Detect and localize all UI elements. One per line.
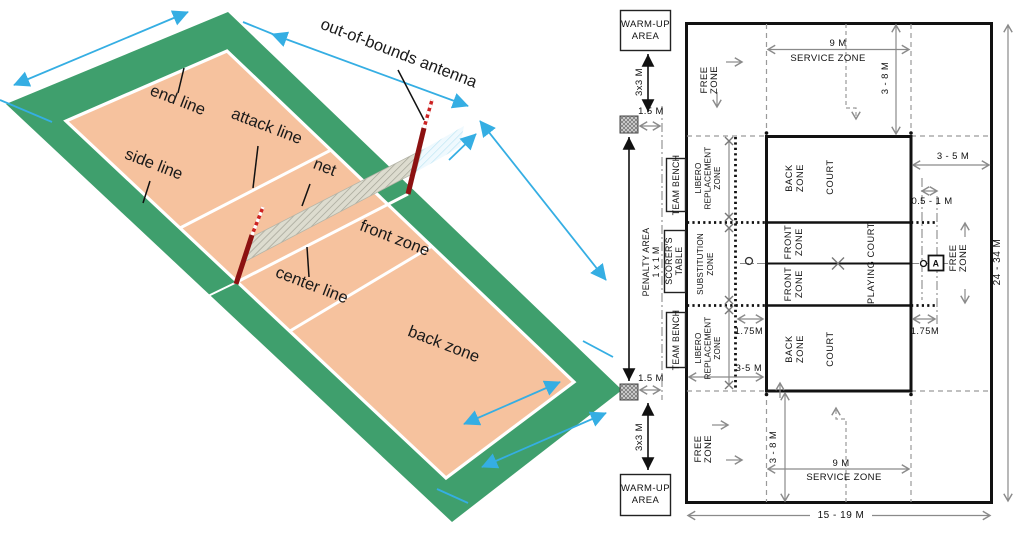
antenna-stripes-left <box>250 206 265 236</box>
scorers-table-line2: TABLE <box>674 247 684 276</box>
dim-court-width-bottom: 9 M <box>832 458 849 469</box>
dim-post-offset: 0.5 - 1 M <box>911 196 952 207</box>
dimension-lines-gray <box>640 25 1008 516</box>
team-bench-box-bottom <box>665 311 687 369</box>
libero-zone-bottom-line3: ZONE <box>713 336 722 360</box>
dim-depth-range-bottom: 3 - 8 M <box>768 431 779 463</box>
warm-up-area-top-line2: AREA <box>632 31 660 42</box>
scorers-table-line1: SCORER'S <box>664 237 674 285</box>
warm-up-area-bottom-line2: AREA <box>632 495 660 506</box>
substitution-zone-line1: SUBSTITUTION <box>696 233 705 295</box>
free-zone-right-line1: FREE <box>948 245 959 272</box>
total-width-label-bg <box>810 507 872 521</box>
warm-up-area-top-line1: WARM-UP <box>621 19 670 30</box>
front-zone-bottom-line2: ZONE <box>794 270 804 298</box>
libero-zone-top-line2: REPLACEMENT <box>704 147 713 210</box>
dim-warmup-size-top: 3x3 M <box>634 68 645 96</box>
dim-total-width: 15 - 19 M <box>818 510 865 521</box>
court-label-top: COURT <box>825 159 835 195</box>
team-bench-label-bottom: TEAM BENCH <box>671 310 681 371</box>
service-zone-label-bottom: SERVICE ZONE <box>806 472 881 483</box>
dim-restriction-right: 1.75M <box>911 326 940 336</box>
free-zone-bottom-line2: ZONE <box>703 435 714 463</box>
front-zone-top-line1: FRONT <box>783 225 793 260</box>
center-line-extension <box>205 281 238 298</box>
team-bench-box-top <box>665 157 687 213</box>
center-line <box>236 192 409 284</box>
referee-stand: A <box>919 254 945 272</box>
dim-penalty-offset-bottom: 1.5 M <box>638 373 664 384</box>
dim-depth-range-top: 3 - 8 M <box>880 62 891 94</box>
black-arrows <box>622 53 655 470</box>
attack-line-near <box>289 244 433 333</box>
plan-view: A WARM-UP AREA WARM-UP AREA 1.5 M 1.5 M … <box>619 9 1008 521</box>
net-out-of-bounds-extension <box>416 126 464 172</box>
dimension-arrows-blue <box>0 10 614 504</box>
front-zone-top-line2: ZONE <box>794 228 804 256</box>
scorer-position-mark <box>744 256 754 266</box>
front-zone-bottom-line1: FRONT <box>783 267 793 302</box>
scorers-table-box <box>663 229 687 294</box>
dim-warmup-size-bottom: 3x3 M <box>634 423 645 451</box>
dim-back-free: 3-5 M <box>736 363 763 373</box>
penalty-square-bottom <box>619 383 639 401</box>
back-zone-bottom-line1: BACK <box>784 335 794 363</box>
free-zone-boundary <box>685 22 993 504</box>
zone-extent-arrows <box>724 136 734 390</box>
free-zone-arrows <box>712 62 965 460</box>
dim-side-range: 3 - 5 M <box>937 151 969 162</box>
playing-court-label: PLAYING COURT <box>866 222 876 304</box>
label-leader-lines <box>142 67 425 278</box>
free-zone-bottom-line1: FREE <box>693 436 704 463</box>
libero-zone-bottom-line2: REPLACEMENT <box>704 317 713 380</box>
service-zone-label-top: SERVICE ZONE <box>790 53 865 64</box>
court-label-bottom: COURT <box>825 331 835 367</box>
penalty-area-label-line1: PENALTY AREA <box>641 228 651 297</box>
free-zone-top-line2: ZONE <box>709 66 720 94</box>
playing-court-surface <box>63 49 577 481</box>
libero-zone-bottom-line1: LIBERO <box>694 333 703 364</box>
dotted-extension-lines <box>687 137 938 390</box>
perspective-court-view: out-of-bounds antenna end line attack li… <box>0 10 622 522</box>
dim-total-length: 24 - 34 M <box>992 239 1003 286</box>
libero-zone-top-line1: LIBERO <box>694 163 703 194</box>
hook-arrows <box>780 24 856 502</box>
free-zone-top-line1: FREE <box>699 67 710 94</box>
dim-penalty-offset-top: 1.5 M <box>638 106 664 117</box>
penalty-area-label-line2: 1 x 1 M <box>651 247 661 278</box>
penalty-square-top <box>619 115 639 134</box>
net-center-mark <box>831 257 845 270</box>
corner-dots <box>764 131 913 397</box>
court-line-extensions <box>687 24 991 502</box>
free-zone-right-line2: ZONE <box>958 244 969 272</box>
team-bench-label-top: TEAM BENCH <box>671 155 681 216</box>
dim-restriction-left: 1.75M <box>735 326 764 336</box>
warm-up-area-box-bottom <box>619 473 672 517</box>
libero-zone-top-line3: ZONE <box>713 166 722 190</box>
substitution-zone-line2: ZONE <box>706 252 715 276</box>
back-zone-bottom-line2: ZONE <box>795 335 805 363</box>
dim-court-width-top: 9 M <box>829 38 846 49</box>
back-zone-top-line1: BACK <box>784 164 794 192</box>
warm-up-area-box-top <box>619 9 672 52</box>
attack-line-far <box>179 148 332 230</box>
referee-stand-label: A <box>933 259 940 269</box>
warm-up-area-bottom-line1: WARM-UP <box>621 483 670 494</box>
net-post-left <box>233 206 265 285</box>
back-zone-top-line2: ZONE <box>795 164 805 192</box>
